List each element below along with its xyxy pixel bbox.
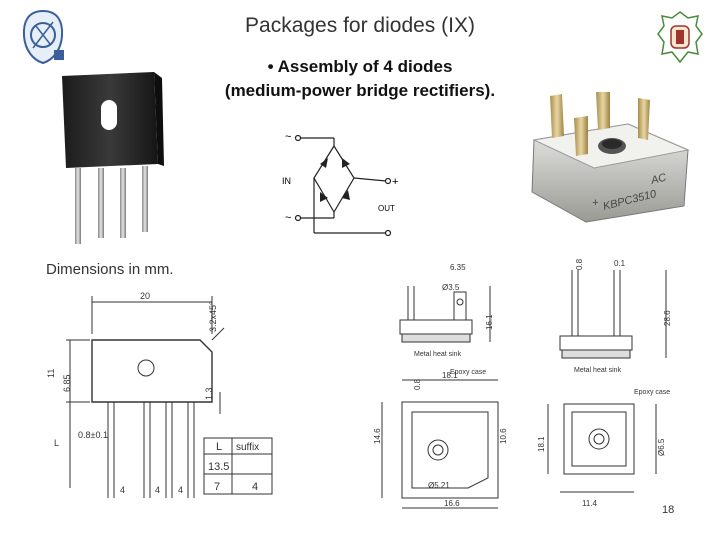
table-header-suffix: suffix [236,442,259,453]
slide-title: Packages for diodes (IX) [245,14,475,37]
dim-pitch-3: 4 [178,485,183,495]
page-number: 18 [662,504,675,516]
university-logo-right [657,11,703,64]
epoxy-case-label: Epoxy case [450,369,486,376]
table-cell-7: 7 [214,481,220,493]
dim-6-85: 6.85 [62,374,72,392]
ac-in-bottom-symbol: ~ [285,212,291,224]
table-cell-4: 4 [252,481,258,493]
dim-lead-thickness: 0.8±0.1 [78,430,108,440]
plus-terminal: + [392,176,398,188]
ac-in-top-symbol: ~ [285,131,291,143]
square-bridge-drawing-a: 0.8 6.35 Ø3.5 16.1 Metal heat sink Epoxy… [373,263,508,509]
dim-1-3: 1.3 [204,387,214,400]
dim-mid-f: 10.6 [499,428,508,444]
dim-mid-h: 16.6 [444,499,460,508]
inline-bridge-drawing: 20 3.2x45° 11 6.85 L 1.3 0.8±0.1 4 4 4 L… [46,291,273,498]
dim-L: L [54,438,59,448]
inline-bridge-photo [62,72,164,244]
dim-mid-e: 14.6 [373,428,382,444]
in-label: IN [282,176,291,186]
dim-width-20: 20 [140,291,150,301]
dim-right-f: Ø6.5 [657,438,666,456]
square-bridge-drawing-b: 0.1 0.8 Metal heat sink Epoxy case 28.6 … [537,258,672,508]
table-cell-13-5: 13.5 [208,461,229,473]
dim-right-e: 18.1 [537,436,546,452]
dim-right-c: 28.6 [663,310,672,326]
bridge-circuit-diagram: ~ ~ IN + OUT [282,131,398,237]
bullet-text: • Assembly of 4 diodes (medium-power bri… [190,55,530,103]
ac-marking: AC [649,172,668,188]
epoxy-case-label-b: Epoxy case [634,389,670,396]
dim-mid-c: 16.1 [485,314,494,330]
dim-mid-d: 18.1 [442,371,458,380]
dimensions-label: Dimensions in mm. [46,261,174,278]
bullet-line-1: • Assembly of 4 diodes [267,57,453,76]
dim-pitch-1: 4 [120,485,125,495]
out-label: OUT [378,204,395,213]
plus-marking: + [592,197,599,209]
square-bridge-photo: AC KBPC3510 + [531,92,690,223]
metal-heat-sink-label: Metal heat sink [414,351,462,358]
table-header-L: L [216,441,222,453]
university-logo-left [22,9,64,65]
dim-height-11: 11 [46,369,56,378]
bullet-line-2: (medium-power bridge rectifiers). [224,81,496,100]
dim-chamfer: 3.2x45° [208,301,218,332]
dim-right-a: 0.1 [614,259,626,268]
dim-right-b: 0.8 [575,258,584,270]
metal-heat-sink-label-b: Metal heat sink [574,367,622,374]
dim-mid-lead-a: 0.8 [413,378,422,390]
dim-pitch-2: 4 [155,485,160,495]
dim-mid-hole: Ø3.5 [442,283,460,292]
dim-mid-g: Ø5.21 [428,481,450,490]
dim-mid-lead-b: 6.35 [450,263,466,272]
dim-right-d: 11.4 [582,499,598,508]
